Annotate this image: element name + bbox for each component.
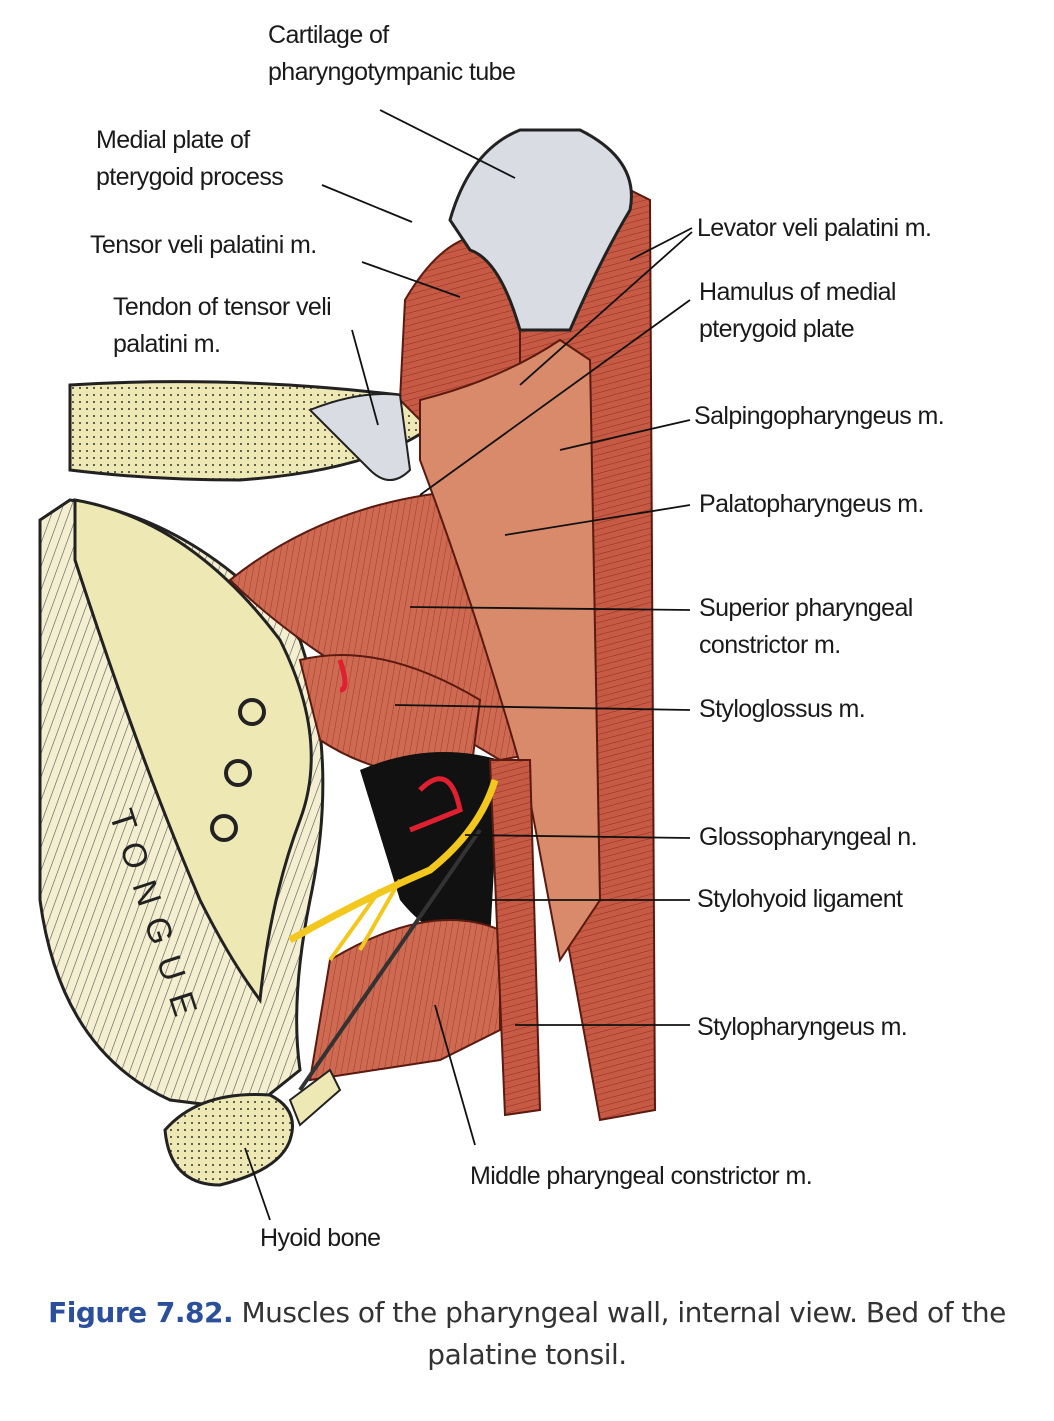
label-line: Medial plate of: [96, 126, 250, 154]
label-palatopharyngeus: Palatopharyngeus m.: [699, 490, 924, 518]
label-line: palatini m.: [113, 330, 221, 358]
stylohyoid-ligament: [298, 828, 482, 1092]
label-hamulus: Hamulus of medial pterygoid plate: [699, 274, 896, 348]
label-line: pterygoid process: [96, 163, 284, 191]
label-salpingopharyngeus: Salpingopharyngeus m.: [694, 402, 945, 430]
label-glossopharyngeal: Glossopharyngeal n.: [699, 823, 918, 851]
label-tendon: Tendon of tensor veli palatini m.: [113, 289, 332, 363]
tonsil-bed: [73, 498, 313, 1004]
label-cartilage: Cartilage of pharyngotympanic tube: [268, 17, 516, 91]
label-line: constrictor m.: [699, 631, 841, 659]
figure-caption: Figure 7.82. Muscles of the pharyngeal w…: [0, 1292, 1054, 1376]
label-tensor: Tensor veli palatini m.: [90, 231, 317, 259]
figure-number: Figure 7.82.: [48, 1296, 234, 1329]
stylopharyngeus: [488, 759, 542, 1117]
label-styloglossus: Styloglossus m.: [699, 695, 866, 723]
label-line: Cartilage of: [268, 21, 389, 49]
middle-constrictor: [308, 919, 501, 1082]
tube-cartilage: [448, 128, 633, 332]
label-line: pterygoid plate: [699, 315, 855, 343]
caption-text: Muscles of the pharyngeal wall, internal…: [233, 1296, 1006, 1371]
label-stylohyoid: Stylohyoid ligament: [697, 885, 903, 913]
label-superior-constrictor: Superior pharyngeal constrictor m.: [699, 590, 913, 664]
cavity: [360, 752, 500, 942]
label-line: pharyngotympanic tube: [268, 58, 516, 86]
label-hyoid: Hyoid bone: [260, 1224, 381, 1252]
hyoid-bone: [163, 1092, 294, 1187]
label-medial-plate: Medial plate of pterygoid process: [96, 122, 284, 196]
label-stylopharyngeus: Stylopharyngeus m.: [697, 1013, 908, 1041]
label-middle-constrictor: Middle pharyngeal constrictor m.: [470, 1162, 813, 1190]
label-line: Hamulus of medial: [699, 278, 896, 306]
label-levator: Levator veli palatini m.: [697, 214, 932, 242]
tendon: [308, 393, 412, 481]
label-line: Tendon of tensor veli: [113, 293, 332, 321]
leader-lines: [244, 109, 693, 1221]
glossopharyngeal-nerve: [288, 778, 499, 944]
label-line: Superior pharyngeal: [699, 594, 913, 622]
